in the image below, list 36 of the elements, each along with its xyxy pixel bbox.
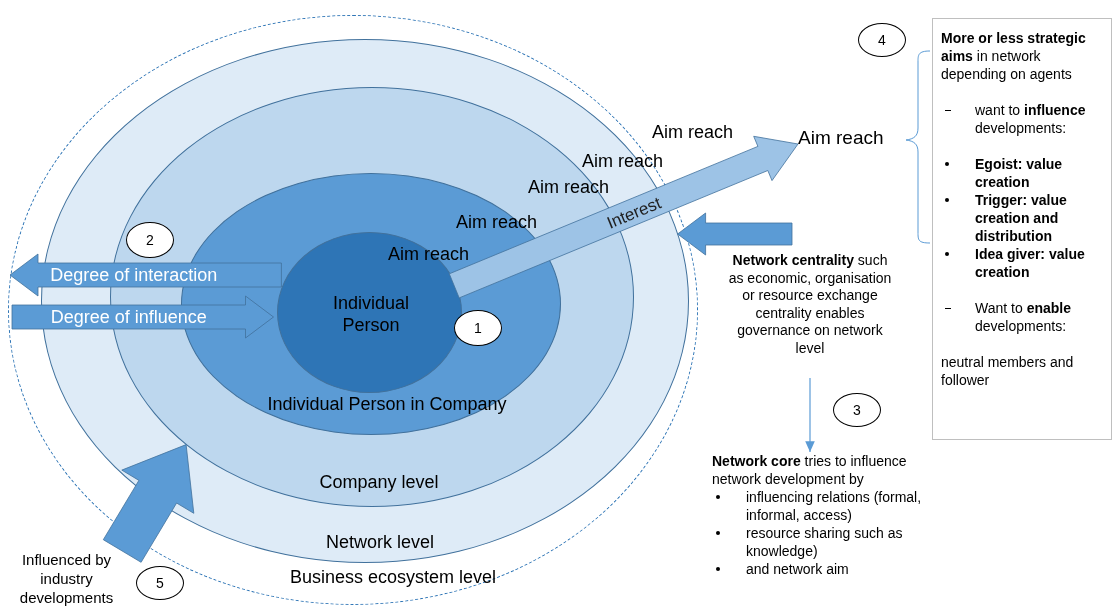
text-label: Aim reach	[652, 123, 734, 143]
block-arrow	[11, 295, 274, 339]
annotation-text: Aim reach	[798, 126, 898, 152]
block-arrow	[9, 253, 282, 297]
list-item-text: Trigger: value creation and distribution	[975, 191, 1068, 245]
paragraph-text: neutral members and follower	[941, 353, 1075, 389]
arrow	[805, 377, 815, 453]
block-arrow	[102, 444, 195, 563]
edge-label: Degree of interaction	[50, 266, 218, 284]
text-panel	[932, 18, 1112, 440]
callout-number: 4	[858, 23, 906, 57]
block-arrow	[448, 135, 799, 299]
paragraph-text: More or less strategic aims in network depending on agents	[941, 29, 1087, 83]
list-item-text: want to influence developments:	[975, 101, 1087, 137]
callout-number: 2	[126, 222, 174, 258]
text-label: Aim reach	[456, 213, 538, 233]
level-label: Network level	[326, 532, 434, 554]
list-item-text: influencing relations (formal, informal, access)	[746, 488, 923, 524]
text-label: Aim reach	[388, 245, 470, 265]
annotation-text: Influenced by industry developments	[4, 551, 129, 610]
list-item-text: Idea giver: value creation	[975, 245, 1086, 281]
list-item-text: Egoist: value creation	[975, 155, 1064, 191]
annotation-text: Network centrality such as economic, organisation or resource exchange centrality enables governance on network level	[728, 252, 892, 378]
block-arrow	[677, 212, 793, 256]
list-item-text: Want to enable developments:	[975, 299, 1072, 335]
level-label: Individual Person in Company	[267, 394, 507, 416]
level-label: Individual Person	[331, 293, 411, 337]
text-label: Aim reach	[582, 152, 664, 172]
callout-number: 3	[833, 393, 881, 427]
level-label: Company level	[319, 472, 439, 494]
edge-label: Degree of influence	[50, 308, 207, 326]
text-label: Aim reach	[528, 178, 610, 198]
callout-number: 1	[454, 310, 502, 346]
list-item-text: and network aim	[746, 560, 849, 578]
list-item-text: resource sharing such as knowledge)	[746, 524, 904, 560]
level-label: Business ecosystem level	[289, 567, 497, 589]
